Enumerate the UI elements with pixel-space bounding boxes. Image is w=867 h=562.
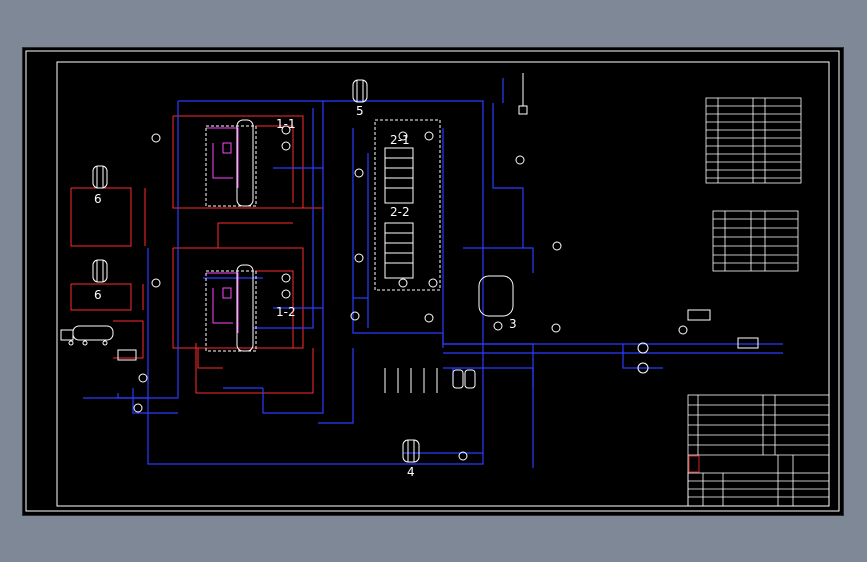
label-6-lower: 6 bbox=[94, 288, 102, 302]
equipment-symbols bbox=[60, 73, 759, 463]
vaporizer-1-1 bbox=[236, 119, 254, 207]
legend-table-valves bbox=[712, 210, 799, 272]
label-2-1: 2-1 bbox=[390, 133, 410, 147]
revision-box bbox=[688, 455, 700, 473]
cylinder-group-4 bbox=[402, 439, 420, 463]
instrument-lines bbox=[206, 127, 239, 333]
outlet-arrow-box bbox=[737, 337, 759, 349]
tanker-truck bbox=[72, 325, 114, 341]
title-block bbox=[687, 394, 830, 507]
label-3: 3 bbox=[509, 317, 517, 331]
process-pipe-network bbox=[83, 78, 783, 468]
heater-column bbox=[374, 119, 441, 291]
drawing-sheet: 1-1 1-2 2-1 2-2 3 4 5 6 6 bbox=[22, 47, 844, 516]
outer-frame bbox=[25, 50, 840, 512]
cylinder-group-6-lower bbox=[92, 259, 108, 283]
label-5: 5 bbox=[356, 104, 364, 118]
cylinder-group-5 bbox=[352, 79, 368, 103]
cylinder-group-6-upper bbox=[92, 165, 108, 189]
label-1-1: 1-1 bbox=[276, 117, 296, 131]
label-6-upper: 6 bbox=[94, 192, 102, 206]
heater-2-2 bbox=[384, 222, 414, 279]
heater-2-1 bbox=[384, 147, 414, 204]
label-4: 4 bbox=[407, 465, 415, 479]
legend-table-symbols bbox=[705, 97, 802, 184]
pump-box bbox=[117, 349, 137, 361]
outlet-box bbox=[687, 309, 711, 321]
instrument-gauges bbox=[133, 125, 688, 461]
process-flow-diagram: 1-1 1-2 2-1 2-2 3 4 5 6 6 bbox=[25, 50, 840, 512]
inner-frame bbox=[56, 61, 830, 507]
buffer-tank-3 bbox=[478, 275, 514, 317]
label-1-2: 1-2 bbox=[276, 305, 296, 319]
valve-bank bbox=[384, 368, 476, 393]
label-2-2: 2-2 bbox=[390, 205, 410, 219]
heating-pipe-network bbox=[70, 115, 324, 394]
